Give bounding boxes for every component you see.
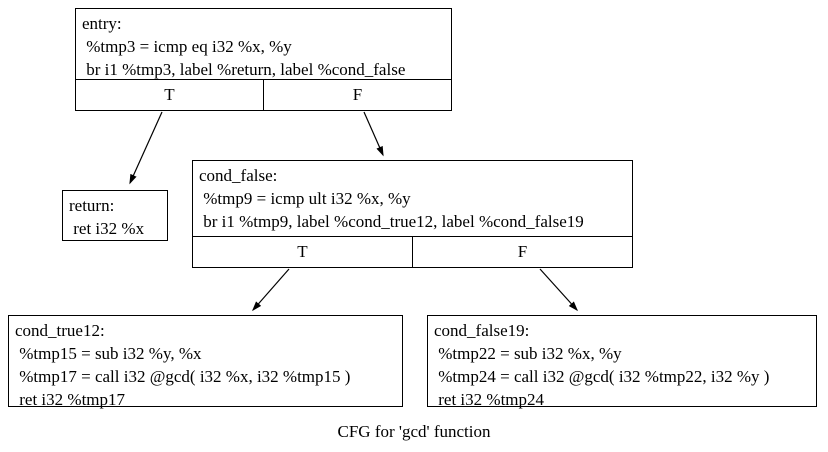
block-label: cond_true12: <box>15 321 105 340</box>
node-code-block: entry: %tmp3 = icmp eq i32 %x, %y br i1 … <box>76 9 451 81</box>
branch-row: T F <box>76 79 451 110</box>
node-code-block: cond_false19: %tmp22 = sub i32 %x, %y %t… <box>428 316 816 411</box>
branch-row: T F <box>193 236 632 267</box>
ir-line: %tmp9 = icmp ult i32 %x, %y <box>199 189 411 208</box>
ir-line: ret i32 %tmp17 <box>15 390 126 409</box>
branch-false-cell: F <box>263 80 451 110</box>
ir-line: ret i32 %tmp24 <box>434 390 545 409</box>
block-label: return: <box>69 196 115 215</box>
ir-line: %tmp3 = icmp eq i32 %x, %y <box>82 37 292 56</box>
node-code-block: return: ret i32 %x <box>63 191 167 240</box>
ir-line: %tmp15 = sub i32 %y, %x <box>15 344 202 363</box>
ir-line: %tmp22 = sub i32 %x, %y <box>434 344 622 363</box>
block-label: entry: <box>82 14 122 33</box>
cfg-node-cond-false19: cond_false19: %tmp22 = sub i32 %x, %y %t… <box>427 315 817 409</box>
block-label: cond_false: <box>199 166 278 185</box>
ir-line: %tmp17 = call i32 @gcd( i32 %x, i32 %tmp… <box>15 367 351 386</box>
ir-line: ret i32 %x <box>69 219 145 238</box>
branch-true-cell: T <box>164 85 175 104</box>
cfg-node-return: return: ret i32 %x <box>62 190 168 241</box>
cfg-node-entry: entry: %tmp3 = icmp eq i32 %x, %y br i1 … <box>75 8 452 111</box>
branch-false-cell: F <box>412 237 632 267</box>
edge-condfalse-false-arrow <box>539 268 579 312</box>
ir-line: br i1 %tmp3, label %return, label %cond_… <box>82 60 406 79</box>
cfg-node-cond-true12: cond_true12: %tmp15 = sub i32 %y, %x %tm… <box>8 315 403 409</box>
node-code-block: cond_false: %tmp9 = icmp ult i32 %x, %y … <box>193 161 632 233</box>
node-code-block: cond_true12: %tmp15 = sub i32 %y, %x %tm… <box>9 316 402 411</box>
edge-entry-true-arrow <box>129 111 163 185</box>
branch-true-cell: T <box>297 242 308 261</box>
edge-condfalse-true-arrow <box>252 268 290 312</box>
cfg-node-cond-false: cond_false: %tmp9 = icmp ult i32 %x, %y … <box>192 160 633 268</box>
edge-entry-false-arrow <box>363 111 384 157</box>
block-label: cond_false19: <box>434 321 530 340</box>
ir-line: %tmp24 = call i32 @gcd( i32 %tmp22, i32 … <box>434 367 770 386</box>
ir-line: br i1 %tmp9, label %cond_true12, label %… <box>199 212 584 231</box>
graph-caption: CFG for 'gcd' function <box>337 422 491 441</box>
